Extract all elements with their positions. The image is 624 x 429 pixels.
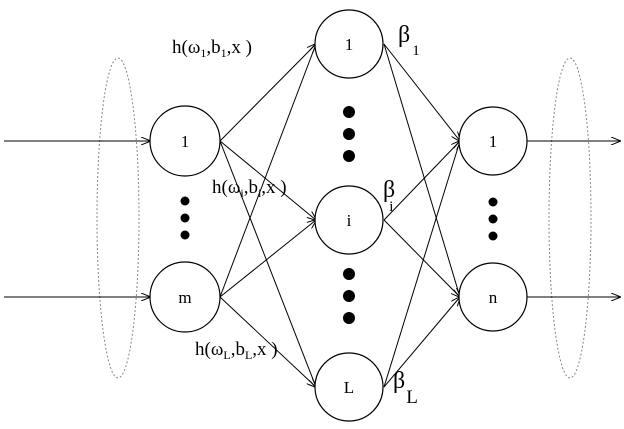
- edge-in1-hi: [219, 140, 316, 220]
- input-node-top: 1: [149, 105, 221, 177]
- beta-label-last: βL: [393, 368, 418, 408]
- edge-h1-on: [383, 43, 460, 297]
- beta-label-first: β1: [398, 22, 420, 59]
- hidden-node-middle-label: i: [347, 211, 352, 230]
- hidden-ellipsis-dots-top: [343, 106, 355, 162]
- edge-inm-hi: [219, 220, 316, 298]
- edge-in1-h1: [219, 44, 316, 142]
- hidden-node-bottom-label: L: [344, 378, 354, 397]
- edge-hi-o1: [383, 141, 460, 221]
- activation-label-last: h(ωL,bL,x ): [195, 339, 278, 362]
- input-to-hidden-edges: [219, 44, 316, 387]
- edge-in1-hL: [219, 140, 316, 387]
- output-group-ellipse: [548, 57, 592, 379]
- output-node-bottom: n: [458, 262, 528, 332]
- input-node-top-label: 1: [181, 132, 190, 151]
- hidden-node-top: 1: [314, 9, 384, 79]
- output-node-top: 1: [458, 106, 528, 176]
- activation-label-middle: h(ωi,bi,x ): [212, 177, 287, 200]
- input-node-bottom: m: [149, 261, 221, 333]
- activation-label-first: h(ω1,b1,x ): [172, 37, 252, 60]
- output-node-bottom-label: n: [489, 288, 498, 307]
- edge-h1-o1: [383, 43, 460, 141]
- output-node-top-label: 1: [489, 132, 498, 151]
- input-node-bottom-label: m: [178, 288, 191, 307]
- output-ellipsis-dots: [488, 197, 498, 241]
- edge-hL-on: [383, 297, 460, 388]
- input-group-ellipse: [96, 57, 140, 379]
- hidden-to-output-edges: [383, 43, 460, 388]
- edge-hi-on: [383, 219, 460, 297]
- edge-hL-o1: [383, 141, 460, 388]
- hidden-node-middle: i: [314, 185, 384, 255]
- edge-inm-h1: [219, 44, 316, 298]
- hidden-node-bottom: L: [314, 352, 384, 422]
- hidden-node-top-label: 1: [345, 35, 354, 54]
- edge-inm-hL: [219, 296, 316, 387]
- input-ellipsis-dots: [180, 196, 190, 240]
- hidden-ellipsis-dots-bottom: [343, 268, 355, 324]
